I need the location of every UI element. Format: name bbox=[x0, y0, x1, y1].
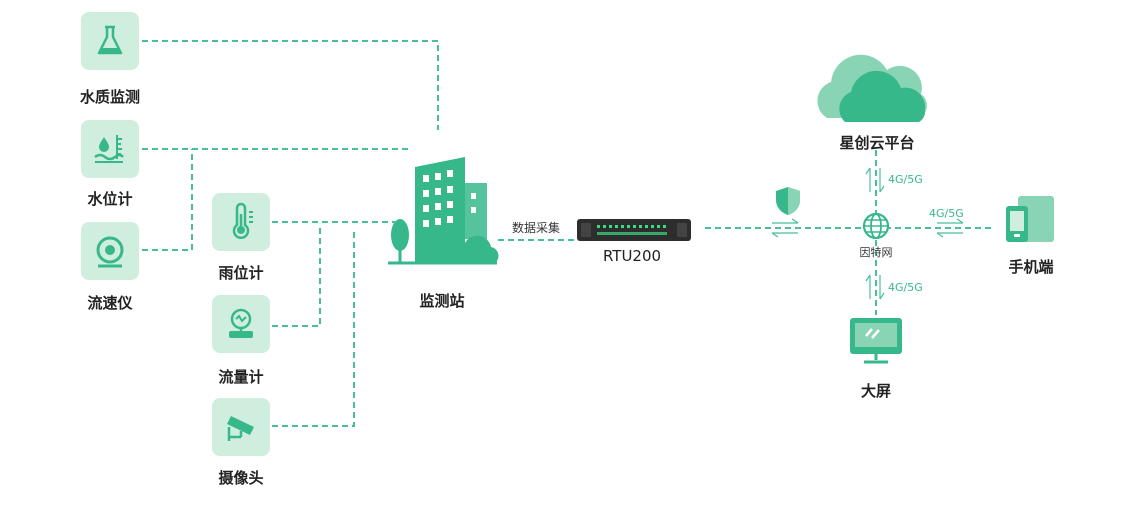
screen-label: 大屏 bbox=[860, 382, 892, 400]
flow-meter-tile bbox=[212, 295, 270, 353]
thermometer-icon bbox=[232, 202, 253, 239]
monitor-icon bbox=[850, 318, 902, 364]
water-level-tile bbox=[81, 120, 139, 178]
camera-label: 摄像头 bbox=[218, 469, 264, 487]
camera-tile bbox=[212, 398, 270, 456]
line-camera bbox=[272, 228, 355, 427]
rtu-device-icon bbox=[577, 219, 691, 241]
net-screen-tag: 4G/5G bbox=[888, 281, 923, 294]
line-flow-velocity bbox=[142, 149, 193, 251]
line-water-quality bbox=[142, 40, 439, 130]
flow-velocity-tile bbox=[81, 222, 139, 280]
transfer-arrows bbox=[771, 167, 964, 300]
flow-meter-label: 流量计 bbox=[218, 368, 264, 386]
water-level-label: 水位计 bbox=[87, 190, 133, 208]
rtu-label: RTU200 bbox=[602, 247, 662, 265]
flask-icon bbox=[97, 25, 123, 55]
net-cloud-tag: 4G/5G bbox=[888, 173, 923, 186]
station-building-icon bbox=[388, 157, 499, 265]
water-quality-tile bbox=[81, 12, 139, 70]
mobile-device-icon bbox=[1006, 196, 1054, 242]
globe-icon bbox=[862, 212, 890, 240]
rain-gauge-tile bbox=[212, 193, 270, 251]
cloud-icon bbox=[817, 54, 927, 122]
rain-gauge-label: 雨位计 bbox=[218, 264, 264, 282]
flow-velocity-label: 流速仪 bbox=[87, 294, 133, 312]
water-level-icon bbox=[94, 135, 124, 163]
shield-icon bbox=[776, 187, 800, 215]
line-flow-meter bbox=[272, 228, 321, 327]
water-quality-label: 水质监测 bbox=[79, 88, 141, 106]
flow-meter-icon bbox=[229, 308, 253, 338]
camera-icon bbox=[227, 416, 254, 441]
mobile-label: 手机端 bbox=[1008, 258, 1054, 276]
cloud-label: 星创云平台 bbox=[839, 134, 915, 152]
internet-label: 因特网 bbox=[859, 246, 893, 259]
net-mobile-tag: 4G/5G bbox=[929, 207, 964, 220]
data-collect-label: 数据采集 bbox=[511, 221, 561, 235]
flow-velocity-icon bbox=[96, 236, 124, 268]
station-label: 监测站 bbox=[419, 292, 465, 310]
